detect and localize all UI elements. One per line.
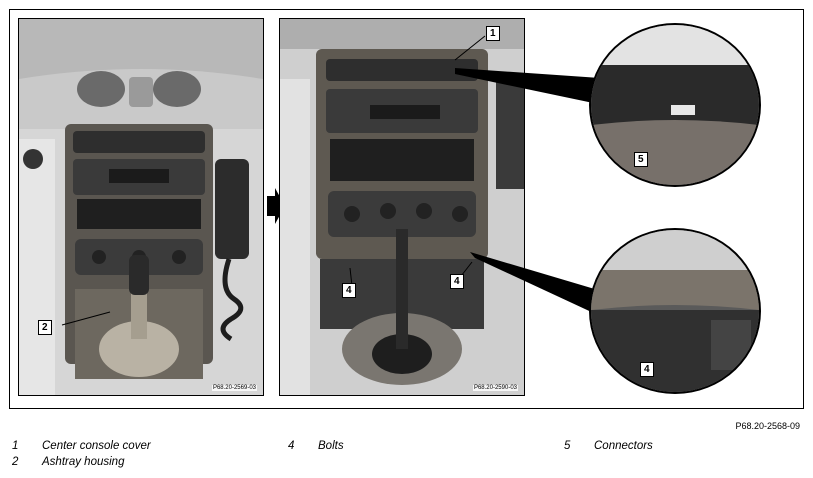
- legend-label: Center console cover: [42, 440, 151, 452]
- left-photo-code: P68.20-2569-03: [211, 385, 257, 391]
- arrow-right-icon: [267, 188, 285, 224]
- legend-number: 1: [12, 440, 19, 452]
- callout-2: 2: [38, 320, 52, 335]
- callout-4-left: 4: [342, 283, 356, 298]
- right-photo-code: P68.20-2590-03: [472, 385, 518, 391]
- legend-item-1: 1 Center console cover: [12, 440, 151, 452]
- left-photo: P68.20-2569-03: [18, 18, 264, 396]
- callout-5: 5: [634, 152, 648, 167]
- legend-item-2: 2 Ashtray housing: [12, 456, 124, 468]
- figure-reference: P68.20-2568-09: [735, 421, 800, 431]
- legend-item-5: 5 Connectors: [564, 440, 653, 452]
- legend-number: 5: [564, 440, 571, 452]
- callout-1: 1: [486, 26, 500, 41]
- legend-label: Connectors: [594, 440, 653, 452]
- callout-4-right: 4: [450, 274, 464, 289]
- detail-circle-bolts: [589, 228, 761, 394]
- legend-label: Bolts: [318, 440, 344, 452]
- legend-item-4: 4 Bolts: [288, 440, 344, 452]
- legend: 1 Center console cover 2 Ashtray housing 4…: [0, 438, 813, 478]
- callout-4-detail: 4: [640, 362, 654, 377]
- legend-label: Ashtray housing: [42, 456, 125, 468]
- legend-number: 2: [12, 456, 19, 468]
- legend-number: 4: [288, 440, 295, 452]
- detail-circle-connectors: [589, 23, 761, 187]
